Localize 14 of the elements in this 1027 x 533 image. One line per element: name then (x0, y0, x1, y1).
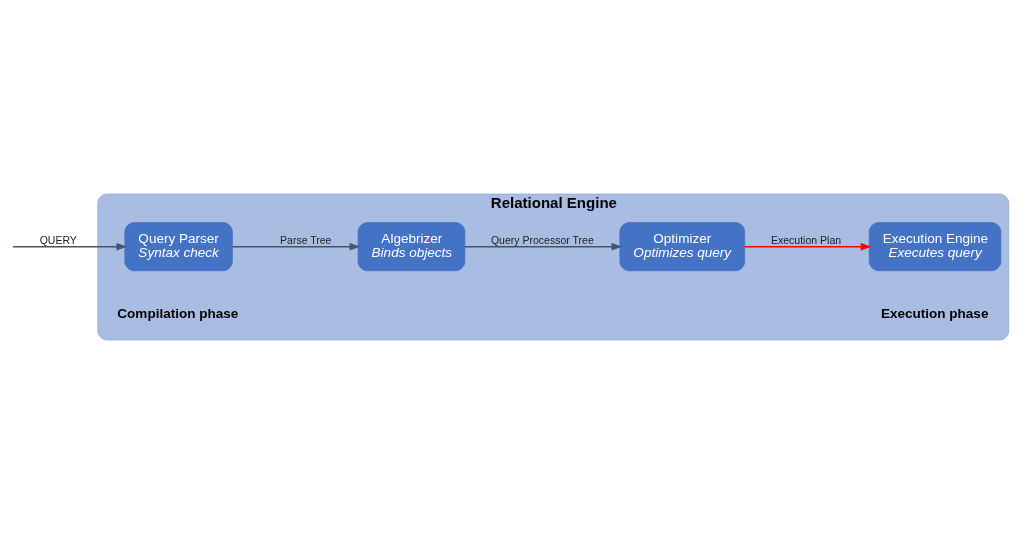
label: Execution phase (880, 305, 989, 321)
edge-label: Execution Plan (770, 233, 842, 246)
edge-label: Query Processor Tree (490, 233, 594, 246)
arrow (464, 242, 623, 250)
arrow (12, 242, 128, 250)
edge-label: Parse Tree (280, 233, 332, 246)
node-box: Execution Engine Executes query (868, 221, 1002, 271)
node-box: Optimizer Optimizes query (619, 221, 746, 271)
node-box: Query Parser Syntax check (124, 221, 233, 271)
arrow (231, 242, 361, 250)
arrow (744, 242, 872, 250)
edge-label: QUERY (39, 233, 77, 246)
label: Compilation phase (117, 305, 239, 321)
node-box: Algebrizer Binds objects (357, 221, 466, 271)
